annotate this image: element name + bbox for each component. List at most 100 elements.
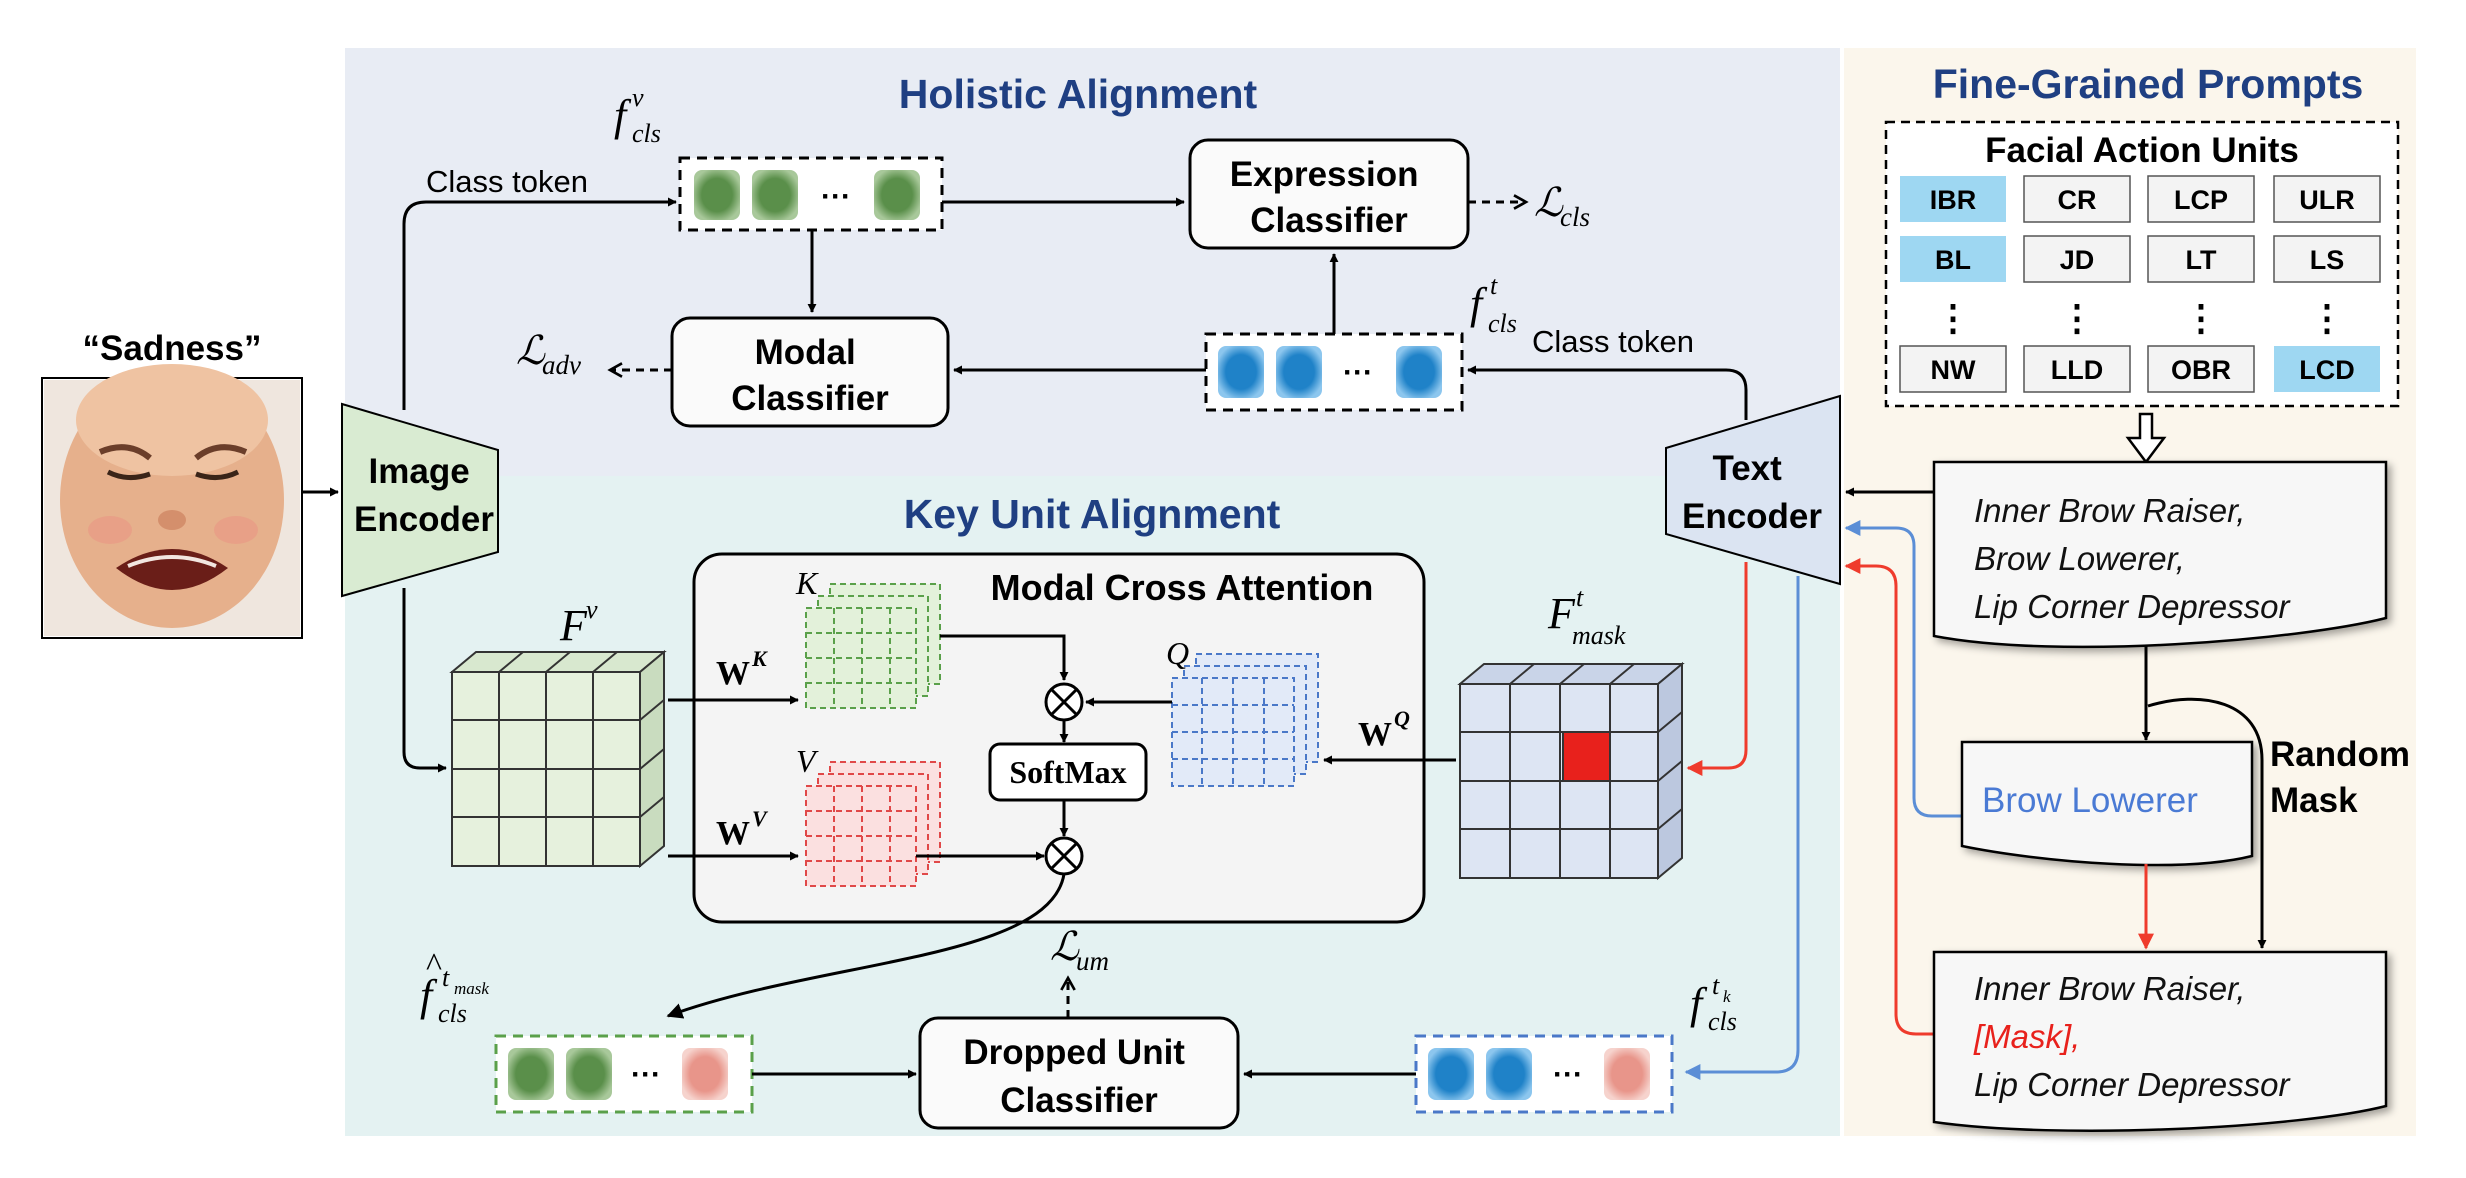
dropped-unit-classifier-label: Dropped Unit Classifier [963,1033,1194,1120]
blue-token [1428,1048,1474,1100]
action-unit-chip [2023,345,2131,393]
image-feature-arrow [402,588,447,773]
action-unit-chip [2273,235,2381,283]
green-token [508,1048,554,1100]
masked-prompt-card [1932,950,2388,1132]
multiply-node-upper [1044,682,1084,722]
softmax-label: SoftMax [1009,754,1126,790]
K-label: K [795,565,819,601]
action-unit-label: ULR [2299,185,2355,215]
action-unit-chip [2147,345,2255,393]
wv-label: W V [716,806,769,852]
action-unit-chip [2147,235,2255,283]
action-unit-chip [1900,236,2006,282]
V-label: V [796,743,819,779]
text-class-token-arrow [1467,365,1748,420]
dropped-unit-text-tokens: ··· [1414,1034,1674,1114]
blue-token [1218,346,1264,398]
expression-classifier-box [1188,138,1470,250]
green-token [566,1048,612,1100]
predicted-unit-tokens: ··· [494,1034,754,1114]
pink-token [682,1048,728,1100]
random-mask-label: Random Mask [2270,735,2420,820]
action-unit-label: LCD [2299,355,2355,385]
action-unit-chip [2023,175,2131,223]
action-unit-label: OBR [2171,355,2231,385]
k-to-multiply-arrow [940,634,1069,681]
full-prompt-card [1932,460,2388,649]
token-ellipsis: ··· [1553,1058,1583,1091]
key-unit-section-title: Key Unit Alignment [904,491,1281,537]
masked-prompt-text: Inner Brow Raiser, [Mask], Lip Corner De… [1973,970,2291,1103]
loss-um-label: ℒ um [1050,924,1109,976]
action-unit-chip [2147,175,2255,223]
f-hat-label: f t mask cls [420,947,500,1028]
dropped-unit-text: Brow Lowerer [1982,781,2198,820]
full-prompt-text: Inner Brow Raiser, Brow Lowerer, Lip Cor… [1974,492,2291,625]
visual-class-tokens: ··· [678,156,944,232]
action-unit-chip [1899,345,2007,393]
random-mask-arrow [2147,697,2267,949]
f-cls-t-label: f t cls [1470,255,1517,338]
vertical-ellipsis: ⋮ [2183,297,2219,338]
F-v-label: F v [559,595,598,650]
green-token [752,170,798,220]
pink-token [1604,1048,1650,1100]
au-to-prompt-arrow [2125,412,2167,465]
action-unit-label: LS [2310,245,2345,275]
value-stack [805,761,941,887]
class-token-label-right: Class token [1532,324,1694,359]
holistic-section-bg [345,48,1840,476]
action-unit-label: LT [2186,245,2217,275]
action-unit-chip [2273,175,2381,223]
dropped-unit-feature-arrow [1684,576,1800,1080]
expression-classifier-label: Expression Classifier [1230,155,1428,240]
masked-feature-arrow [1686,562,1748,776]
token-ellipsis: ··· [631,1058,661,1091]
green-token [874,170,920,220]
loss-adv-label: ℒ adv [516,328,581,380]
green-token [694,170,740,220]
token-ellipsis: ··· [1343,356,1373,389]
action-unit-label: LLD [2051,355,2103,385]
blue-token [1396,346,1442,398]
action-unit-chip [2023,235,2131,283]
masked-prompt-to-encoder-arrow [1844,558,1934,1036]
action-unit-chip [1900,176,2006,222]
wq-label: W Q [1358,706,1410,753]
f-cls-v-label: f v cls [614,67,661,148]
image-encoder-block [341,402,499,598]
blue-token [1276,346,1322,398]
dropped-unit-classifier-box [918,1016,1240,1130]
loss-cls-label: ℒ cls [1534,180,1590,232]
query-stack [1171,653,1319,787]
modal-cross-attention-title: Modal Cross Attention [991,567,1374,608]
f-tk-label: f t k cls [1690,955,1742,1036]
action-unit-label: JD [2060,245,2095,275]
modal-classifier-box [670,316,950,428]
dropped-unit-card [1960,740,2254,867]
f-hat-accent: ^ [426,947,442,984]
action-unit-label: BL [1935,245,1971,275]
crying-baby-photo [41,364,303,639]
action-unit-label: NW [1931,355,1976,385]
image-encoder-label: Image Encoder [354,452,494,539]
masked-cell [1562,731,1611,782]
action-unit-label: IBR [1930,185,1977,215]
attention-output-arrow [666,873,1066,1019]
dropped-unit-to-encoder-arrow [1844,520,1962,818]
token-ellipsis: ··· [821,180,851,213]
softmax-box [988,742,1148,802]
visual-feature-grid [449,649,667,869]
fine-grained-section-title: Fine-Grained Prompts [1933,61,2364,107]
multiply-node-lower [1044,836,1084,876]
action-unit-label: CR [2058,185,2097,215]
holistic-section-title: Holistic Alignment [899,71,1258,117]
blue-token [1486,1048,1532,1100]
Q-label: Q [1166,635,1189,671]
modal-classifier-label: Modal Classifier [731,333,889,418]
wk-label: W K [716,646,768,692]
text-class-tokens: ··· [1204,332,1464,412]
